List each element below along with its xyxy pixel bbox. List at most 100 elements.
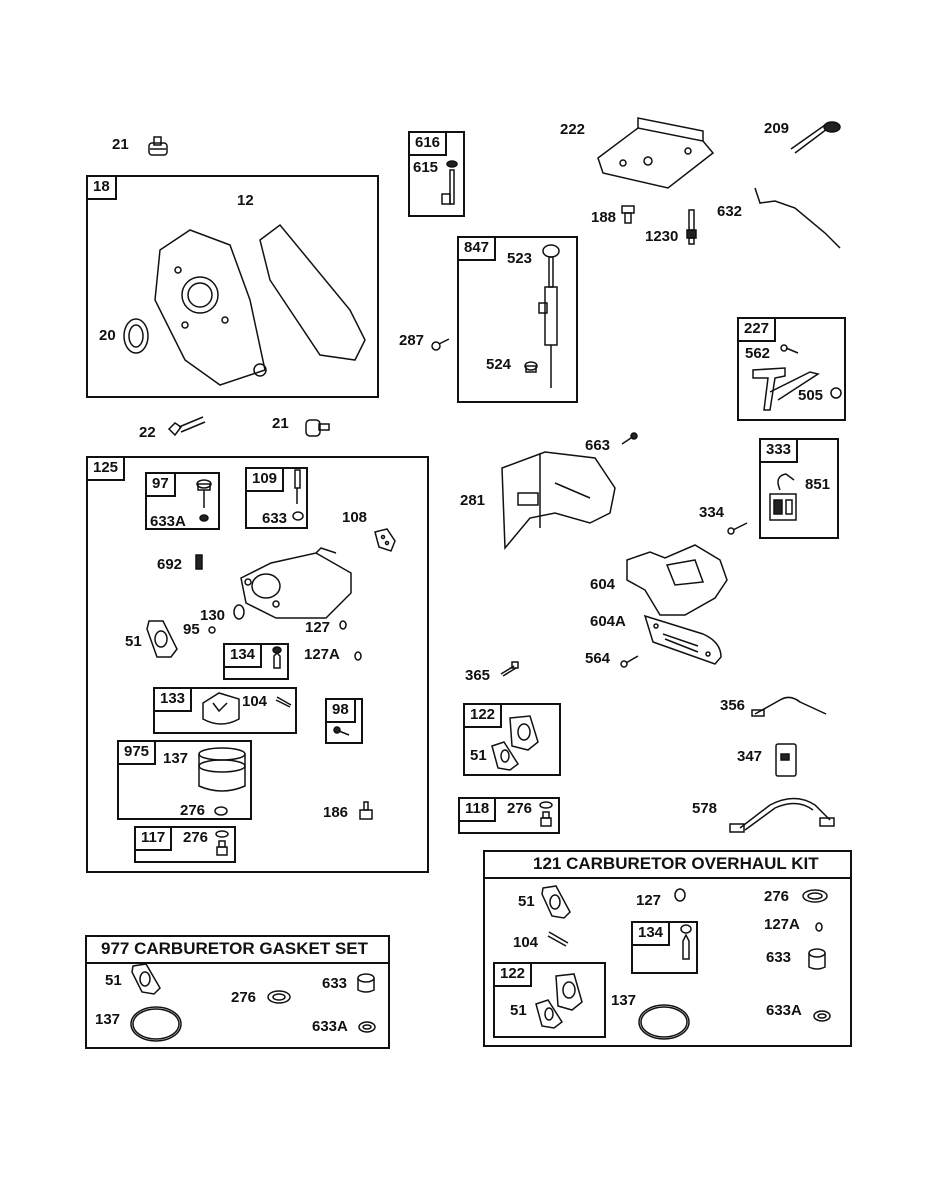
shaft-icon bbox=[441, 160, 458, 205]
callout-663: 663 bbox=[585, 437, 611, 454]
part-box-18: 18 bbox=[86, 175, 379, 398]
spring-icon bbox=[195, 554, 203, 570]
kit-box-tag-122: 122 bbox=[495, 964, 533, 987]
callout-137: 137 bbox=[163, 750, 189, 767]
part-box-227: 227 bbox=[737, 317, 846, 421]
pin-icon bbox=[547, 931, 569, 947]
callout-127A: 127A bbox=[304, 646, 340, 663]
bolt-icon bbox=[500, 661, 519, 677]
fitting-icon bbox=[359, 801, 373, 820]
washer-icon bbox=[267, 990, 291, 1004]
box-tag-97: 97 bbox=[147, 474, 176, 497]
o-ring-icon bbox=[815, 922, 823, 932]
callout-276-118: 276 bbox=[507, 800, 533, 817]
callout-347: 347 bbox=[737, 748, 763, 765]
gasket-set-item-276: 276 bbox=[231, 989, 257, 1006]
spacer-gasket-icon bbox=[491, 715, 539, 771]
callout-20: 20 bbox=[99, 327, 116, 344]
carburetor-body-icon bbox=[240, 547, 352, 619]
screw-icon bbox=[208, 626, 216, 634]
pin-icon bbox=[275, 696, 292, 708]
box-tag-333: 333 bbox=[761, 440, 799, 463]
kit-item-104: 104 bbox=[513, 934, 539, 951]
callout-209: 209 bbox=[764, 120, 790, 137]
gasket-icon bbox=[131, 963, 161, 995]
ignition-armature-icon bbox=[769, 473, 797, 521]
baffle-plate-icon bbox=[643, 614, 722, 665]
overhaul-kit-title: 121 CARBURETOR OVERHAUL KIT bbox=[485, 852, 850, 879]
gasket-set-item-633A: 633A bbox=[312, 1018, 348, 1035]
box-tag-109: 109 bbox=[247, 469, 285, 492]
bowl-nut-icon bbox=[215, 830, 229, 856]
callout-127: 127 bbox=[305, 619, 331, 636]
callout-578: 578 bbox=[692, 800, 718, 817]
callout-281: 281 bbox=[460, 492, 486, 509]
blower-housing-baffle-icon bbox=[501, 451, 616, 550]
oil-seal-icon bbox=[123, 318, 149, 354]
dipstick-tube-icon bbox=[538, 244, 560, 388]
link-rod-icon bbox=[754, 187, 841, 249]
callout-334: 334 bbox=[699, 504, 725, 521]
kit-box-tag-134: 134 bbox=[633, 923, 671, 946]
box-tag-134: 134 bbox=[225, 645, 263, 668]
overhaul-kit-panel: 121 CARBURETOR OVERHAUL KIT bbox=[483, 850, 852, 1047]
grommet-icon bbox=[524, 361, 538, 373]
kit-item-127A: 127A bbox=[764, 916, 800, 933]
screw-icon bbox=[780, 344, 799, 354]
screw-icon bbox=[431, 338, 450, 351]
stud-icon bbox=[686, 209, 697, 245]
callout-51-122: 51 bbox=[470, 747, 487, 764]
callout-188: 188 bbox=[591, 209, 617, 226]
wire-harness-icon bbox=[729, 797, 835, 833]
part-box-125: 125 bbox=[86, 456, 429, 873]
part-box-134: 134 bbox=[223, 643, 289, 680]
part-box-98: 98 bbox=[325, 698, 363, 744]
callout-104: 104 bbox=[242, 693, 268, 710]
gasket-set-title: 977 CARBURETOR GASKET SET bbox=[87, 937, 388, 964]
screw-icon bbox=[620, 655, 639, 668]
screw-icon bbox=[727, 522, 748, 535]
kit-item-633: 633 bbox=[766, 949, 792, 966]
part-box-975: 975 bbox=[117, 740, 252, 820]
part-box-118: 118 bbox=[458, 797, 560, 834]
callout-604A: 604A bbox=[590, 613, 626, 630]
box-tag-616: 616 bbox=[410, 133, 448, 156]
throttle-shaft-icon bbox=[292, 469, 304, 521]
bolt-icon bbox=[167, 416, 206, 437]
seal-icon bbox=[813, 1010, 831, 1022]
callout-564: 564 bbox=[585, 650, 611, 667]
part-box-109: 109 bbox=[245, 467, 308, 529]
screw-icon bbox=[333, 726, 350, 736]
callout-524: 524 bbox=[486, 356, 512, 373]
callout-276: 276 bbox=[180, 802, 206, 819]
box-tag-118: 118 bbox=[460, 799, 497, 822]
box-tag-133: 133 bbox=[155, 689, 193, 712]
kit-item-137: 137 bbox=[611, 992, 637, 1009]
gasket-set-item-51: 51 bbox=[105, 972, 122, 989]
float-icon bbox=[202, 692, 240, 725]
switch-icon bbox=[775, 743, 797, 777]
drain-plug-icon bbox=[305, 419, 330, 437]
kit-item-51: 51 bbox=[518, 893, 535, 910]
gasket-set-item-633: 633 bbox=[322, 975, 348, 992]
callout-851: 851 bbox=[805, 476, 831, 493]
callout-692: 692 bbox=[157, 556, 183, 573]
spacer-gasket-icon bbox=[535, 973, 583, 1029]
callout-276-117: 276 bbox=[183, 829, 209, 846]
kit-item-276: 276 bbox=[764, 888, 790, 905]
crankcase-cover-and-gasket-icon bbox=[154, 223, 366, 386]
ground-wire-icon bbox=[751, 696, 827, 717]
kit-item-633A: 633A bbox=[766, 1002, 802, 1019]
air-guide-icon bbox=[626, 544, 728, 616]
nut-icon bbox=[830, 387, 842, 399]
screw-icon bbox=[621, 432, 638, 445]
part-box-122: 122 bbox=[463, 703, 561, 776]
kit-box-134: 134 bbox=[631, 921, 698, 974]
kit-box-122: 122 bbox=[493, 962, 606, 1038]
callout-95: 95 bbox=[183, 621, 200, 638]
control-lever-icon bbox=[752, 367, 820, 411]
plate-icon bbox=[233, 604, 245, 620]
part-box-616: 616 bbox=[408, 131, 465, 217]
box-tag-98: 98 bbox=[327, 700, 356, 723]
callout-51: 51 bbox=[125, 633, 142, 650]
